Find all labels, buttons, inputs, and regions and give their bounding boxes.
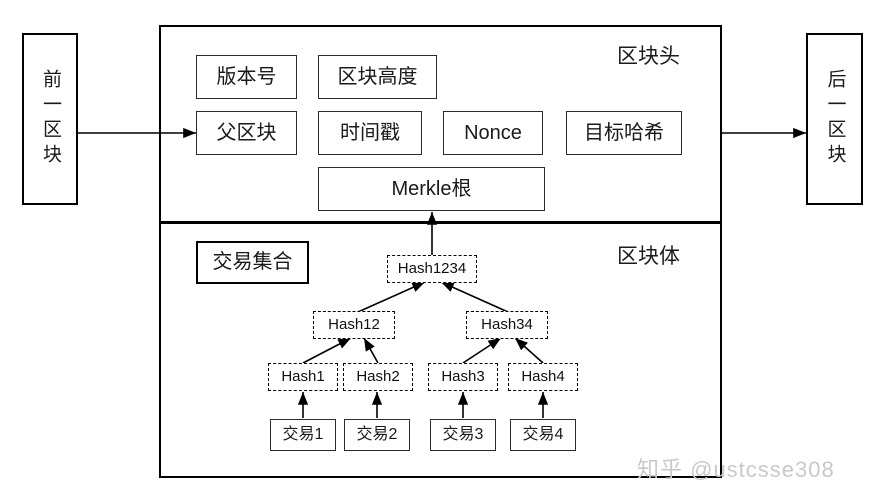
merkle-tree-node-hash1234-label: Hash1234 xyxy=(397,260,467,278)
merkle-root-node[interactable]: Merkle根 xyxy=(318,167,545,211)
header-field-timestamp-label: 时间戳 xyxy=(340,121,400,144)
header-field-block-height[interactable]: 区块高度 xyxy=(318,55,437,99)
transaction-node-tx3[interactable]: 交易3 xyxy=(430,419,496,451)
transaction-node-tx1-label: 交易1 xyxy=(282,425,324,443)
transaction-node-tx2-label: 交易2 xyxy=(356,425,398,443)
next-block-node[interactable]: 后一区块 xyxy=(806,33,863,205)
transaction-set-node[interactable]: 交易集合 xyxy=(196,241,309,284)
transaction-set-label: 交易集合 xyxy=(212,251,293,273)
header-field-target-hash-label: 目标哈希 xyxy=(584,121,664,144)
merkle-tree-leaf-hash4[interactable]: Hash4 xyxy=(508,363,578,391)
merkle-tree-leaf-hash1-label: Hash1 xyxy=(281,368,325,386)
transaction-node-tx3-label: 交易3 xyxy=(442,425,484,443)
merkle-tree-node-hash1234[interactable]: Hash1234 xyxy=(387,255,477,283)
previous-block-label: 前一区块 xyxy=(39,69,61,169)
block-body-section-label: 区块体 xyxy=(617,245,680,268)
previous-block-node[interactable]: 前一区块 xyxy=(22,33,78,205)
transaction-node-tx2[interactable]: 交易2 xyxy=(344,419,410,451)
header-field-block-height-label: 区块高度 xyxy=(337,65,418,88)
merkle-tree-leaf-hash3[interactable]: Hash3 xyxy=(428,363,498,391)
header-field-nonce-label: Nonce xyxy=(464,121,522,144)
header-field-version[interactable]: 版本号 xyxy=(196,55,297,99)
header-field-target-hash[interactable]: 目标哈希 xyxy=(566,111,682,155)
header-field-timestamp[interactable]: 时间戳 xyxy=(318,111,422,155)
header-body-divider xyxy=(159,221,722,224)
transaction-node-tx4-label: 交易4 xyxy=(522,425,564,443)
merkle-tree-leaf-hash4-label: Hash4 xyxy=(521,368,565,386)
merkle-tree-leaf-hash3-label: Hash3 xyxy=(441,368,485,386)
merkle-tree-leaf-hash1[interactable]: Hash1 xyxy=(268,363,338,391)
header-field-nonce[interactable]: Nonce xyxy=(443,111,543,155)
header-field-version-label: 版本号 xyxy=(216,65,277,88)
merkle-tree-node-hash12[interactable]: Hash12 xyxy=(313,311,395,339)
merkle-root-label: Merkle根 xyxy=(391,177,472,200)
header-field-parent-block-label: 父区块 xyxy=(216,121,277,144)
merkle-tree-leaf-hash2[interactable]: Hash2 xyxy=(343,363,413,391)
next-block-label: 后一区块 xyxy=(824,69,846,169)
header-field-parent-block[interactable]: 父区块 xyxy=(196,111,297,155)
merkle-tree-node-hash34[interactable]: Hash34 xyxy=(466,311,548,339)
transaction-node-tx1[interactable]: 交易1 xyxy=(270,419,336,451)
merkle-tree-node-hash34-label: Hash34 xyxy=(481,316,533,334)
transaction-node-tx4[interactable]: 交易4 xyxy=(510,419,576,451)
watermark-text: 知乎 @ustcsse308 xyxy=(637,457,835,482)
block-header-section-label: 区块头 xyxy=(617,45,680,68)
merkle-tree-node-hash12-label: Hash12 xyxy=(328,316,380,334)
merkle-tree-leaf-hash2-label: Hash2 xyxy=(356,368,400,386)
block-container xyxy=(159,25,722,478)
